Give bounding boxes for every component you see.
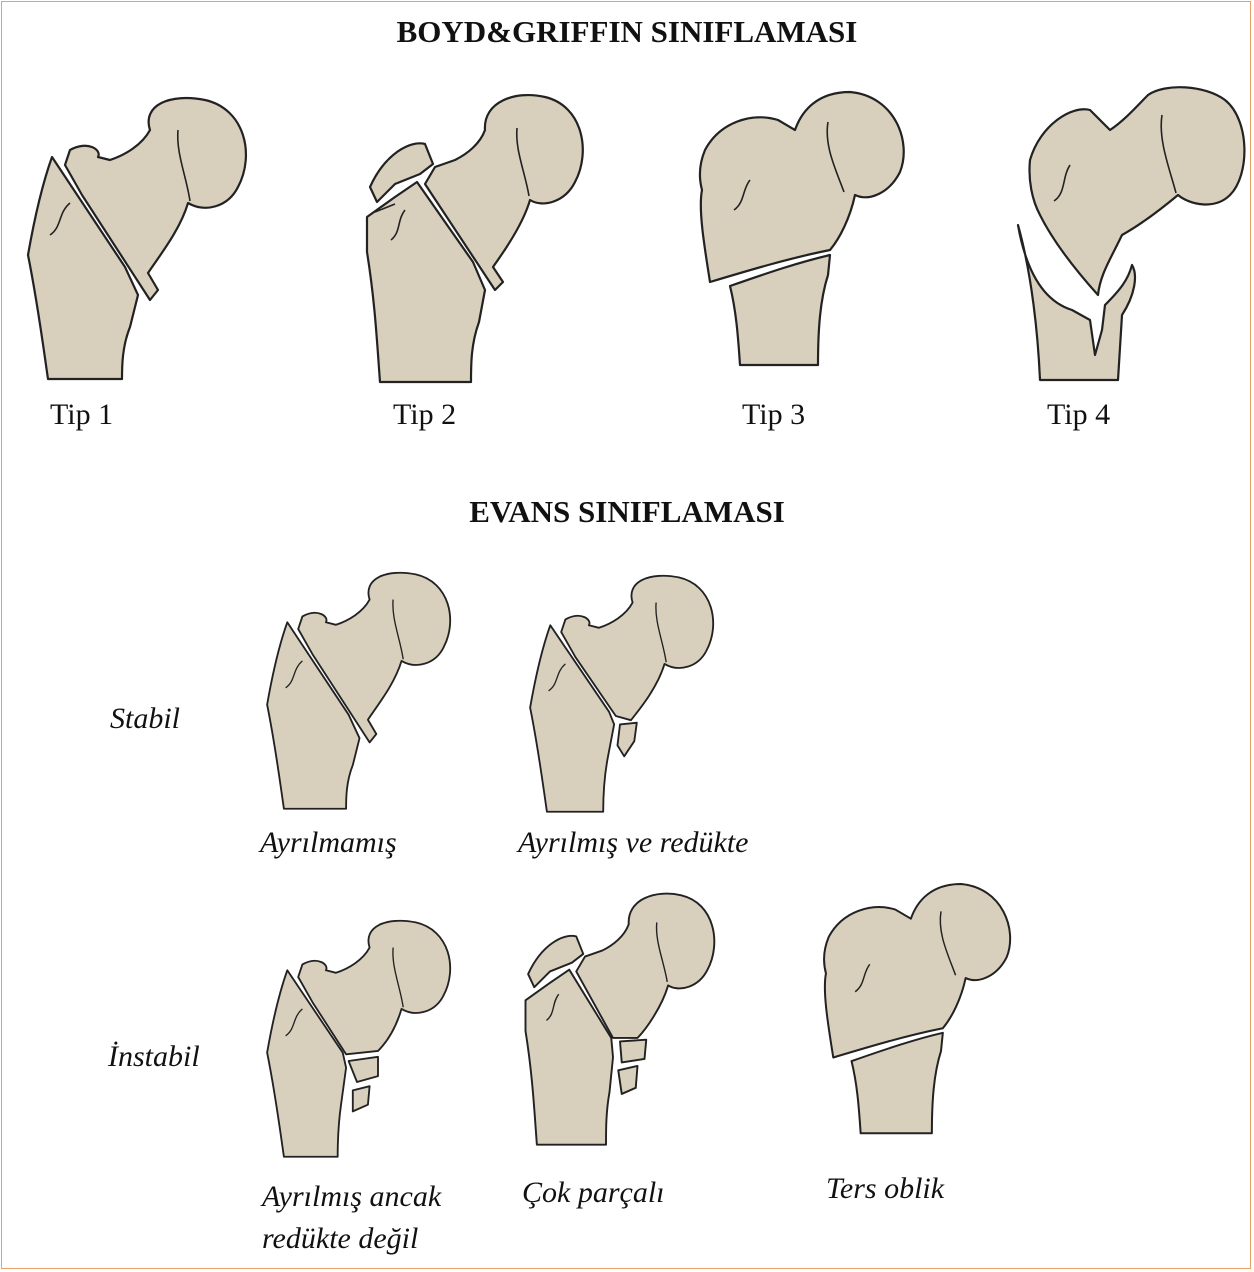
evans-unstable-reverse-oblique-diagram	[815, 880, 1025, 1140]
evans-stable-displaced-reduced-diagram	[515, 565, 725, 825]
evans-reverse-oblique-label: Ters oblik	[826, 1172, 944, 1206]
evans-unstable-comminuted-diagram	[515, 890, 725, 1150]
evans-undisplaced-label: Ayrılmamış	[260, 826, 397, 860]
evans-comminuted-label: Çok parçalı	[522, 1176, 665, 1210]
evans-stable-label: Stabil	[110, 702, 180, 736]
evans-displaced-reduced-label: Ayrılmış ve redükte	[518, 826, 748, 860]
boyd-tip4-label: Tip 4	[1047, 398, 1110, 432]
boyd-tip1-label: Tip 1	[50, 398, 113, 432]
evans-title: EVANS SINIFLAMASI	[0, 494, 1254, 530]
boyd-griffin-title: BOYD&GRIFFIN SINIFLAMASI	[0, 14, 1254, 50]
evans-stable-undisplaced-diagram	[252, 562, 462, 822]
evans-unstable-not-reduced-diagram	[252, 910, 462, 1170]
boyd-tip4-diagram	[1010, 85, 1250, 385]
evans-not-reduced-label: Ayrılmış ancak redükte değil	[262, 1176, 441, 1260]
boyd-tip3-diagram	[690, 90, 920, 370]
boyd-tip2-diagram	[355, 92, 595, 387]
boyd-tip2-label: Tip 2	[393, 398, 456, 432]
boyd-tip3-label: Tip 3	[742, 398, 805, 432]
boyd-tip1-diagram	[10, 95, 260, 385]
evans-unstable-label: İnstabil	[108, 1040, 200, 1074]
